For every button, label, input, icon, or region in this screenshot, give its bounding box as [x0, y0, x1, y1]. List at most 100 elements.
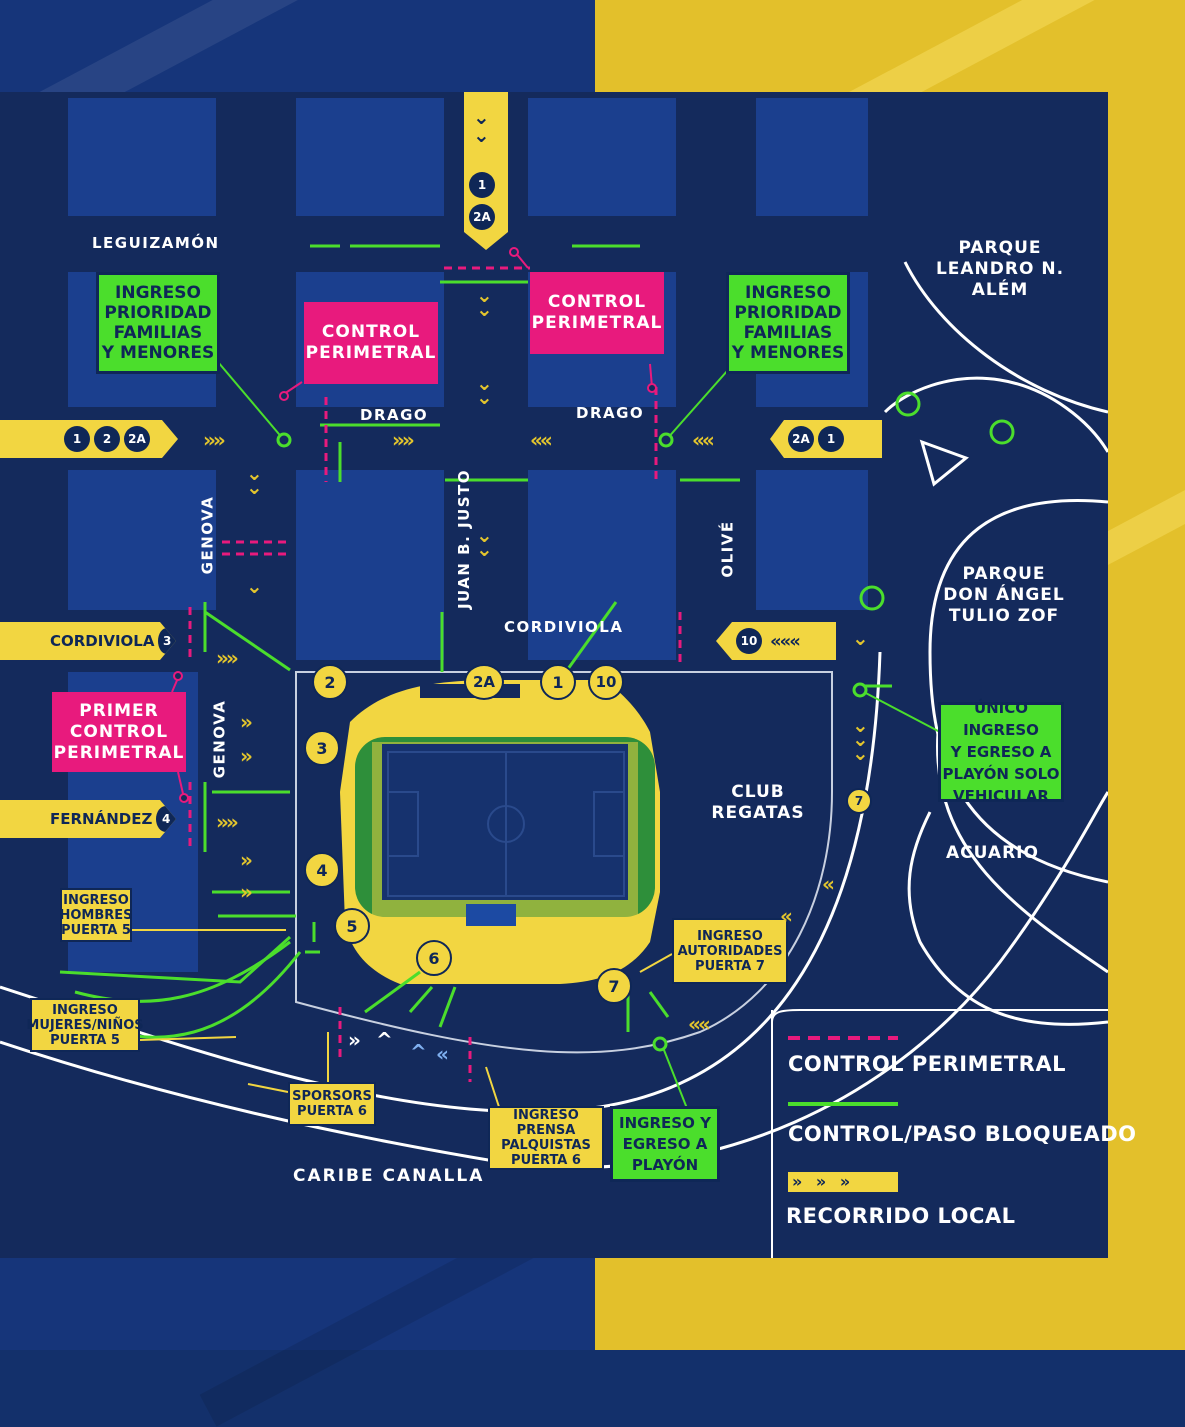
route-number: 1	[64, 426, 90, 452]
callout-line: INGRESO Y	[619, 1113, 711, 1132]
gate-10: 10	[588, 664, 624, 700]
right-chevrons-icon: »	[240, 710, 253, 734]
route-number: 1	[469, 172, 495, 198]
right-chevrons-icon: »	[240, 744, 253, 768]
gate-3: 3	[304, 730, 340, 766]
route-tag-north: ⌄⌄ 1 2A	[464, 92, 508, 250]
down-chevrons-icon: ⌄	[246, 574, 263, 598]
pink-callout-dots	[173, 247, 657, 803]
street-leguizamon: LEGUIZAMÓN	[92, 234, 220, 252]
legend-chevrons-icon: » » »	[792, 1172, 855, 1191]
callout-line: PUERTA 5	[50, 1032, 120, 1048]
down-chevrons-icon: ⌄⌄	[476, 523, 493, 561]
down-chevrons-icon: ⌄	[852, 626, 869, 650]
callout-line: PRIORIDAD	[104, 303, 212, 323]
left-chevrons-icon: «	[780, 904, 793, 928]
place-line: LEANDRO N.	[935, 259, 1065, 279]
callout-ingreso-prioridad-right: INGRESO PRIORIDAD FAMILIAS Y MENORES	[726, 272, 850, 374]
up-chevrons-icon: ^	[376, 1028, 393, 1052]
left-chevrons-icon: «	[822, 872, 835, 896]
callout-line: PRIORIDAD	[734, 303, 842, 323]
gate-1: 1	[540, 664, 576, 700]
callout-line: FAMILIAS	[113, 323, 203, 343]
callout-line: Y MENORES	[731, 343, 845, 363]
place-acuario: ACUARIO	[946, 843, 1039, 863]
place-line: ALÉM	[971, 280, 1029, 300]
legend-control-perimetral: CONTROL PERIMETRAL	[788, 1052, 1066, 1076]
callout-line: Y MENORES	[101, 343, 215, 363]
right-chevrons-icon: »»	[392, 428, 415, 452]
callout-line: CONTROL	[321, 322, 421, 342]
route-tag-drago-east: 2A 1	[770, 420, 882, 458]
callout-unico-ingreso: ÚNICO INGRESO Y EGRESO A PLAYÓN SOLO VEH…	[938, 699, 1064, 805]
callout-line: INGRESO PRENSA	[513, 1108, 579, 1138]
gate-2a: 2A	[464, 664, 504, 700]
down-chevrons-icon: ⌄⌄	[473, 105, 490, 147]
right-chevrons-icon: »	[240, 848, 253, 872]
left-chevrons-icon: ««	[688, 1012, 711, 1036]
yellow-callout-leaders	[130, 929, 673, 1111]
place-line: PARQUE	[962, 564, 1046, 584]
route-label: CORDIVIOLA	[50, 632, 155, 650]
callout-ingreso-playon: INGRESO Y EGRESO A PLAYÓN	[610, 1106, 720, 1182]
legend-control-paso-bloqueado: CONTROL/PASO BLOQUEADO	[788, 1122, 1137, 1146]
callout-ingreso-prioridad-left: INGRESO PRIORIDAD FAMILIAS Y MENORES	[96, 272, 220, 374]
callout-sponsors: SPORSORS PUERTA 6	[288, 1082, 376, 1126]
place-line: DON ÁNGEL	[943, 585, 1065, 605]
place-parque-alem: PARQUE LEANDRO N. ALÉM	[930, 238, 1070, 301]
down-chevrons-icon: ⌄⌄⌄	[852, 713, 869, 765]
route-number: 10	[736, 628, 762, 654]
street-juan-b-justo: JUAN B. JUSTO	[455, 468, 474, 610]
route-tag-cordiviola-east: 10 «««	[716, 622, 836, 660]
callout-line: PERIMETRAL	[53, 742, 185, 763]
route-number: 2A	[124, 426, 150, 452]
callout-line: HOMBRES	[59, 907, 133, 923]
callout-primer-control-perimetral: PRIMER CONTROL PERIMETRAL	[52, 692, 186, 772]
callout-line: ÚNICO INGRESO	[963, 699, 1039, 739]
callout-line: INGRESO	[745, 283, 831, 303]
route-number: 2A	[788, 426, 814, 452]
left-chevrons-icon: «	[436, 1042, 449, 1066]
callout-line: INGRESO	[52, 1002, 118, 1018]
callout-line: Y EGRESO A	[950, 743, 1052, 761]
green-callout-dots	[276, 432, 868, 1052]
route-number: 1	[818, 426, 844, 452]
callout-line: CONTROL	[69, 721, 169, 742]
callout-line: PERIMETRAL	[305, 343, 437, 363]
legend-recorrido-local: RECORRIDO LOCAL	[786, 1204, 1016, 1228]
right-chevrons-icon: »	[348, 1028, 361, 1052]
right-chevrons-icon: »»	[216, 810, 239, 834]
gate-7: 7	[596, 968, 632, 1004]
gate-6: 6	[416, 940, 452, 976]
callout-ingreso-mujeres: INGRESO MUJERES/NIÑOS PUERTA 5	[26, 998, 144, 1052]
right-chevrons-icon: »	[240, 880, 253, 904]
route-tag-cordiviola-west: CORDIVIOLA 3	[0, 622, 176, 660]
right-chevrons-icon: »»	[216, 646, 239, 670]
park-outlines	[883, 261, 1108, 1026]
gate-4: 4	[304, 852, 340, 888]
down-chevrons-icon: ⌄⌄	[476, 283, 493, 321]
callout-line: PUERTA 5	[61, 922, 131, 938]
callout-ingreso-prensa: INGRESO PRENSA PALQUISTAS PUERTA 6	[488, 1106, 604, 1170]
callout-line: AUTORIDADES	[677, 943, 783, 959]
street-olive: OLIVÉ	[718, 520, 737, 578]
callout-ingreso-hombres: INGRESO HOMBRES PUERTA 5	[59, 888, 133, 942]
triangle-icon	[919, 439, 970, 487]
place-line: TULIO ZOF	[948, 606, 1060, 626]
callout-line: MUJERES/NIÑOS	[26, 1017, 144, 1033]
stadium-grounds-outline	[295, 671, 833, 1054]
callout-line: PLAYÓN	[631, 1155, 699, 1174]
place-club-regatas: CLUB REGATAS	[698, 782, 818, 824]
callout-line: PALQUISTAS	[501, 1138, 591, 1153]
gate-5: 5	[334, 908, 370, 944]
callout-line: PLAYÓN SOLO	[942, 765, 1060, 783]
callout-line: PRIMER	[79, 700, 159, 721]
place-line: CLUB	[731, 782, 785, 802]
street-cordiviola: CORDIVIOLA	[504, 618, 624, 636]
callout-line: PUERTA 7	[695, 958, 765, 974]
place-line: PARQUE	[958, 238, 1042, 258]
down-chevrons-icon: ⌄⌄	[246, 461, 263, 499]
gate-2: 2	[312, 664, 348, 700]
park-icons	[859, 391, 1015, 611]
callout-control-perimetral-right: CONTROL PERIMETRAL	[530, 272, 664, 354]
